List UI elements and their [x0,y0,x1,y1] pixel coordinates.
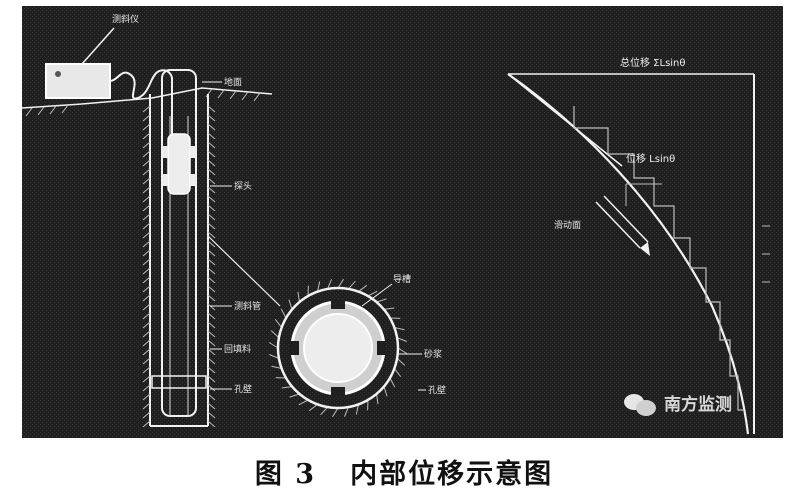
probe [162,133,196,195]
label-backfill: 回填料 [224,343,251,355]
label-probe: 探头 [234,180,252,192]
casing-cross-section: 导槽 砂浆 孔壁 [268,273,446,418]
label-ground-surface: 地面 [224,76,242,88]
figure-title: 内部位移示意图 [350,459,554,490]
displacement-diagram: 测斜仪 地面 [22,6,783,438]
cable [109,69,173,136]
left-labels: 探头 测斜管 回填料 孔壁 [207,180,281,395]
figure-caption: 图 3 内部位移示意图 [0,452,808,491]
borehole [142,94,216,428]
displacement-profile: 总位移 ΣLsinθ 位移 Lsinθ 滑动面 [507,56,770,435]
figure-number: 图 3 [254,459,317,490]
watermark: 南方监测 [624,394,732,416]
label-profile-mid: 位移 Lsinθ [626,152,675,165]
label-casing: 测斜管 [234,300,261,312]
diagram-panel: 测斜仪 地面 [22,6,783,438]
label-profile-arrow: 滑动面 [554,220,581,231]
label-cross-section-wall: 孔壁 [428,384,446,396]
label-profile-top: 总位移 ΣLsinθ [620,56,686,69]
panel-texture [22,6,783,438]
label-readout-device: 测斜仪 [112,13,139,25]
label-guide-groove: 导槽 [393,273,411,285]
label-cross-section-grout: 砂浆 [424,348,442,360]
readout-device: 测斜仪 [45,13,139,99]
ground-surface: 地面 [22,76,273,117]
label-borehole-wall: 孔壁 [234,383,252,395]
watermark-text: 南方监测 [664,394,732,415]
